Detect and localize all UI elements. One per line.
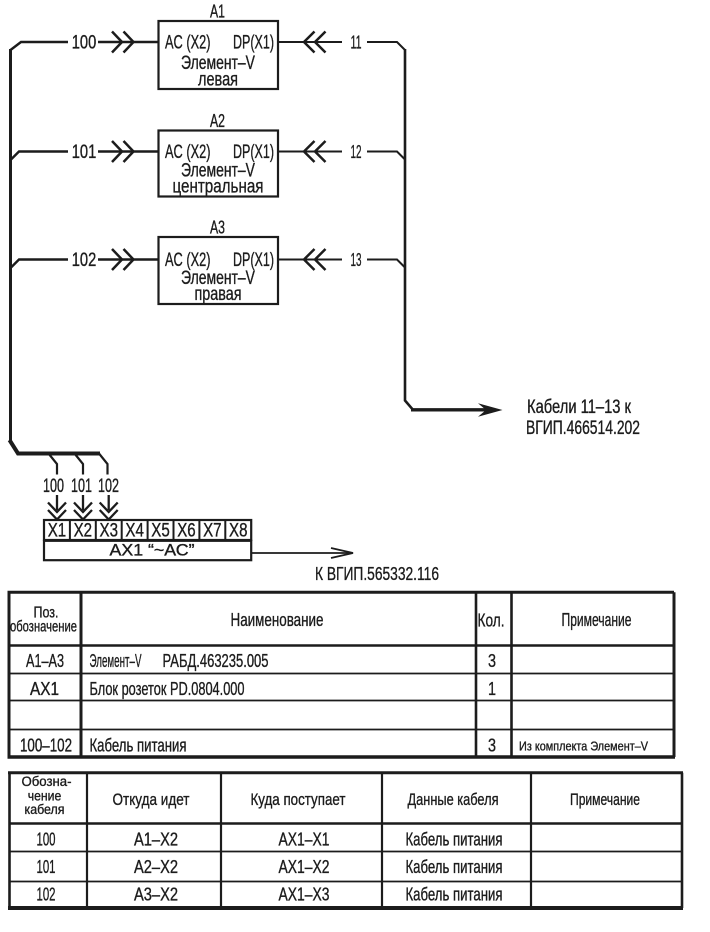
svg-text:Обозна-: Обозна- (22, 774, 72, 789)
svg-text:1: 1 (488, 678, 496, 699)
svg-text:101: 101 (71, 476, 92, 497)
svg-text:100: 100 (37, 830, 56, 850)
svg-text:3: 3 (488, 650, 496, 671)
svg-text:3: 3 (488, 735, 496, 756)
svg-text:обозначение: обозначение (10, 619, 77, 636)
svg-text:100: 100 (72, 33, 97, 54)
svg-text:X5: X5 (151, 520, 170, 542)
svg-text:102: 102 (37, 885, 56, 905)
svg-text:Кабель питания: Кабель питания (406, 857, 503, 877)
svg-text:Кабель питания: Кабель питания (90, 735, 187, 756)
svg-text:А1–А3: А1–А3 (26, 650, 64, 671)
svg-text:DP(X1): DP(X1) (233, 250, 274, 271)
svg-text:кабеля: кабеля (25, 802, 65, 817)
svg-text:Кабель питания: Кабель питания (406, 885, 503, 905)
svg-text:AC (X2): AC (X2) (165, 33, 211, 54)
svg-text:Кол.: Кол. (478, 611, 505, 631)
svg-text:100: 100 (43, 476, 64, 497)
svg-text:чение: чение (28, 789, 62, 804)
svg-text:Элемент–V: Элемент–V (90, 650, 142, 671)
svg-text:левая: левая (198, 70, 238, 91)
svg-text:Элемент–V: Элемент–V (181, 268, 255, 289)
svg-text:Элемент–V: Элемент–V (181, 161, 255, 182)
svg-text:АХ1–Х3: АХ1–Х3 (279, 885, 330, 905)
svg-text:X3: X3 (100, 520, 119, 542)
svg-text:АХ1–Х2: АХ1–Х2 (279, 857, 330, 877)
svg-text:X2: X2 (74, 520, 93, 542)
svg-text:К ВГИП.565332.116: К ВГИП.565332.116 (315, 563, 439, 584)
svg-text:Кабель питания: Кабель питания (406, 830, 503, 850)
svg-text:АХ1 “~АС”: АХ1 “~АС” (110, 542, 195, 560)
svg-text:Блок розеток PD.0804.000: Блок розеток PD.0804.000 (90, 678, 245, 699)
svg-text:Из комплекта Элемент–V: Из комплекта Элемент–V (519, 739, 648, 754)
svg-text:Наименование: Наименование (231, 610, 324, 630)
svg-text:АХ1–Х1: АХ1–Х1 (279, 830, 330, 850)
svg-text:Поз.: Поз. (34, 605, 59, 622)
svg-text:100–102: 100–102 (20, 735, 72, 756)
svg-text:правая: правая (195, 284, 242, 305)
svg-text:Откуда идет: Откуда идет (113, 791, 190, 809)
svg-text:Элемент–V: Элемент–V (181, 53, 255, 74)
svg-text:13: 13 (351, 250, 362, 270)
svg-text:X7: X7 (203, 520, 222, 542)
svg-text:101: 101 (72, 142, 97, 163)
svg-text:X4: X4 (125, 520, 144, 542)
svg-text:101: 101 (37, 857, 56, 877)
svg-text:Куда поступает: Куда поступает (251, 791, 346, 809)
svg-text:A2: A2 (210, 111, 225, 131)
svg-text:А3–Х2: А3–Х2 (134, 885, 178, 905)
svg-text:A1: A1 (210, 2, 225, 22)
svg-text:центральная: центральная (173, 177, 264, 198)
svg-text:Примечание: Примечание (562, 610, 632, 630)
svg-text:Кабели 11–13 к: Кабели 11–13 к (527, 397, 632, 418)
svg-text:102: 102 (72, 250, 97, 271)
svg-text:11: 11 (351, 32, 362, 52)
svg-text:102: 102 (98, 476, 119, 497)
svg-text:РАБД.463235.005: РАБД.463235.005 (163, 650, 269, 671)
svg-text:А1–Х2: А1–Х2 (134, 830, 178, 850)
svg-text:DP(X1): DP(X1) (233, 142, 274, 163)
svg-text:Данные кабеля: Данные кабеля (408, 791, 499, 809)
svg-text:12: 12 (351, 142, 362, 162)
svg-text:АХ1: АХ1 (30, 678, 59, 699)
svg-text:A3: A3 (210, 218, 225, 238)
svg-text:ВГИП.466514.202: ВГИП.466514.202 (526, 418, 640, 439)
svg-text:А2–Х2: А2–Х2 (134, 857, 178, 877)
svg-text:X1: X1 (48, 520, 67, 542)
svg-text:X6: X6 (177, 520, 196, 542)
svg-text:X8: X8 (229, 520, 248, 542)
svg-text:Примечание: Примечание (570, 791, 640, 809)
svg-text:AC (X2): AC (X2) (165, 250, 211, 271)
svg-text:DP(X1): DP(X1) (233, 33, 274, 54)
svg-text:AC (X2): AC (X2) (165, 142, 211, 163)
